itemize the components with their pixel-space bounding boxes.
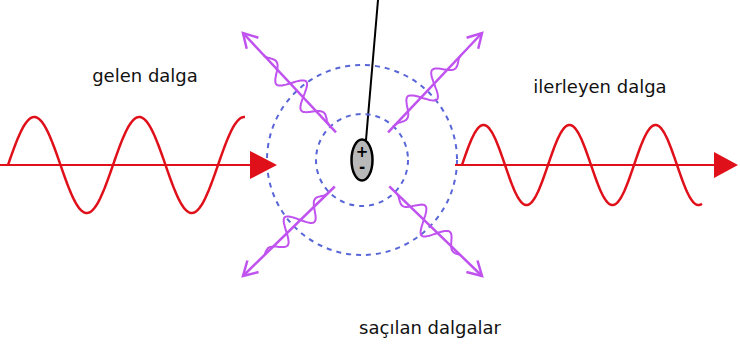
scatter-ray	[388, 33, 482, 132]
scattered-wave	[265, 194, 328, 255]
scattered-group	[243, 33, 482, 276]
wave-label: ilerleyen dalga	[533, 76, 666, 97]
wave-group	[0, 117, 738, 213]
arrow-head	[243, 33, 258, 49]
arrow-head	[714, 152, 738, 178]
incident-wave	[8, 117, 245, 213]
scattered-wave	[395, 55, 461, 125]
transmitted-wave	[462, 125, 702, 205]
scatter-ray	[243, 33, 336, 132]
scatter-ray	[389, 186, 482, 276]
suspension-string	[366, 0, 378, 140]
scattered-wave	[397, 193, 460, 254]
arrow-head	[467, 33, 482, 49]
charge-sign: +	[350, 145, 374, 160]
axis-line	[0, 164, 252, 166]
charge-sign: -	[350, 160, 374, 175]
charge-ellipse: +-	[350, 138, 374, 182]
scattered-wave	[264, 55, 330, 125]
wave-label: saçılan dalgalar	[359, 317, 501, 338]
wave-label: gelen dalga	[92, 65, 198, 86]
arrow-head	[250, 151, 277, 179]
arrow-head	[243, 261, 259, 277]
scatter-ray	[243, 187, 335, 277]
arrow-head	[466, 261, 482, 277]
